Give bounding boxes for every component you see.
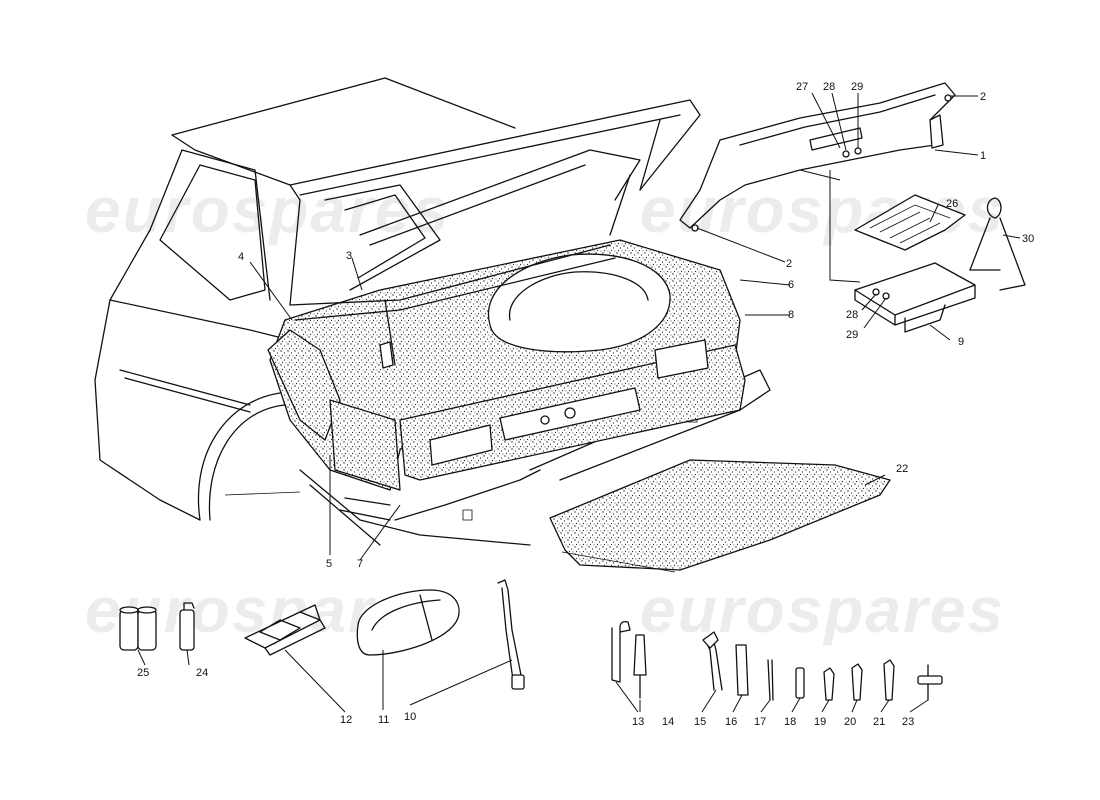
callout-12: 12 bbox=[340, 714, 352, 726]
callout-22: 22 bbox=[896, 463, 908, 475]
extinguisher-part bbox=[179, 602, 195, 651]
callout-28-top: 28 bbox=[823, 81, 835, 93]
callout-13: 13 bbox=[632, 716, 644, 728]
callout-21: 21 bbox=[873, 716, 885, 728]
callout-24: 24 bbox=[196, 667, 208, 679]
callout-6: 6 bbox=[788, 279, 794, 291]
callout-14: 14 bbox=[662, 716, 674, 728]
callout-27: 27 bbox=[796, 81, 808, 93]
spare-bulbs-part bbox=[119, 606, 157, 651]
callout-11: 11 bbox=[378, 714, 389, 726]
strap-part bbox=[969, 197, 1026, 291]
callout-19: 19 bbox=[814, 716, 826, 728]
callout-3: 3 bbox=[346, 250, 352, 262]
callout-23: 23 bbox=[902, 716, 914, 728]
leader-lines bbox=[137, 92, 1021, 713]
callout-28-low: 28 bbox=[846, 309, 858, 321]
callout-2-top: 2 bbox=[980, 91, 986, 103]
callout-26: 26 bbox=[946, 198, 958, 210]
callout-30: 30 bbox=[1022, 233, 1034, 245]
callout-17: 17 bbox=[754, 716, 766, 728]
callout-16: 16 bbox=[725, 716, 737, 728]
hand-tools-group bbox=[611, 620, 943, 701]
callout-8: 8 bbox=[788, 309, 794, 321]
callout-25: 25 bbox=[137, 667, 149, 679]
callout-1: 1 bbox=[980, 150, 986, 162]
tool-roll-part bbox=[854, 194, 966, 251]
watermark-top-left: eurospares bbox=[85, 174, 450, 246]
callout-4: 4 bbox=[238, 251, 244, 263]
callout-7: 7 bbox=[357, 558, 363, 570]
callout-5: 5 bbox=[326, 558, 332, 570]
tool-bag-part bbox=[356, 589, 460, 656]
callout-29-top: 29 bbox=[851, 81, 863, 93]
wheel-brace-part bbox=[497, 579, 525, 690]
trunk-interior bbox=[267, 174, 746, 491]
callout-10: 10 bbox=[404, 711, 416, 723]
trunk-lid bbox=[289, 99, 701, 291]
callout-9: 9 bbox=[958, 336, 964, 348]
trunk-mat-part bbox=[549, 459, 891, 573]
callout-20: 20 bbox=[844, 716, 856, 728]
tool-tray-part bbox=[854, 262, 976, 333]
callout-2-lower: 2 bbox=[786, 258, 792, 270]
callout-labels: 1 2 2 3 4 5 6 7 8 9 10 11 12 13 14 15 16… bbox=[137, 81, 1034, 728]
callout-18: 18 bbox=[784, 716, 796, 728]
callout-15: 15 bbox=[694, 716, 706, 728]
lid-liner-part bbox=[679, 82, 956, 232]
watermark-bottom-right: eurospares bbox=[640, 574, 1005, 646]
jack-part bbox=[244, 604, 326, 656]
callout-29-low: 29 bbox=[846, 329, 858, 341]
